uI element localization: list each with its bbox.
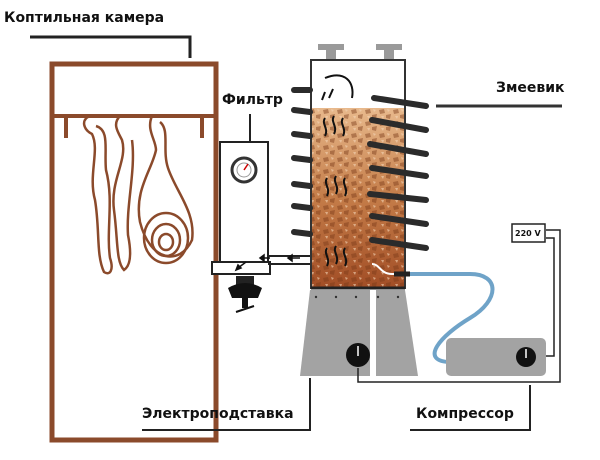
coil-label: Змеевик (496, 80, 565, 96)
flow-arrow-icon (234, 253, 300, 272)
smoke-chamber-leader-line (30, 35, 192, 58)
smoke-swirl-icon (321, 74, 354, 267)
voltage-label: 220 V (515, 229, 541, 238)
smoke-chamber-label: Коптильная камера (4, 10, 164, 26)
pressure-gauge-icon (230, 156, 258, 184)
compressor (446, 338, 546, 376)
filter-valve-icon (228, 276, 262, 313)
power-socket-box: 220 V (511, 223, 546, 243)
compressor-wire (546, 237, 555, 357)
filter-label: Фильтр (222, 92, 283, 108)
air-hose (405, 272, 495, 364)
column-caps (318, 44, 402, 60)
stand-knob[interactable] (346, 343, 370, 367)
filter (211, 114, 312, 313)
smoke-generator-column (291, 44, 429, 290)
smoke-chamber (49, 61, 219, 443)
compressor-leader-line (410, 385, 531, 431)
electric-stand-label: Электроподставка (142, 406, 294, 422)
coil-pipes (291, 87, 429, 251)
electric-stand-leader-line (142, 378, 311, 431)
sausages-icon (82, 114, 194, 275)
power-wire (357, 229, 561, 383)
electric-stand (300, 290, 418, 376)
compressor-label: Компрессор (416, 406, 514, 422)
compressor-knob[interactable] (516, 347, 536, 367)
